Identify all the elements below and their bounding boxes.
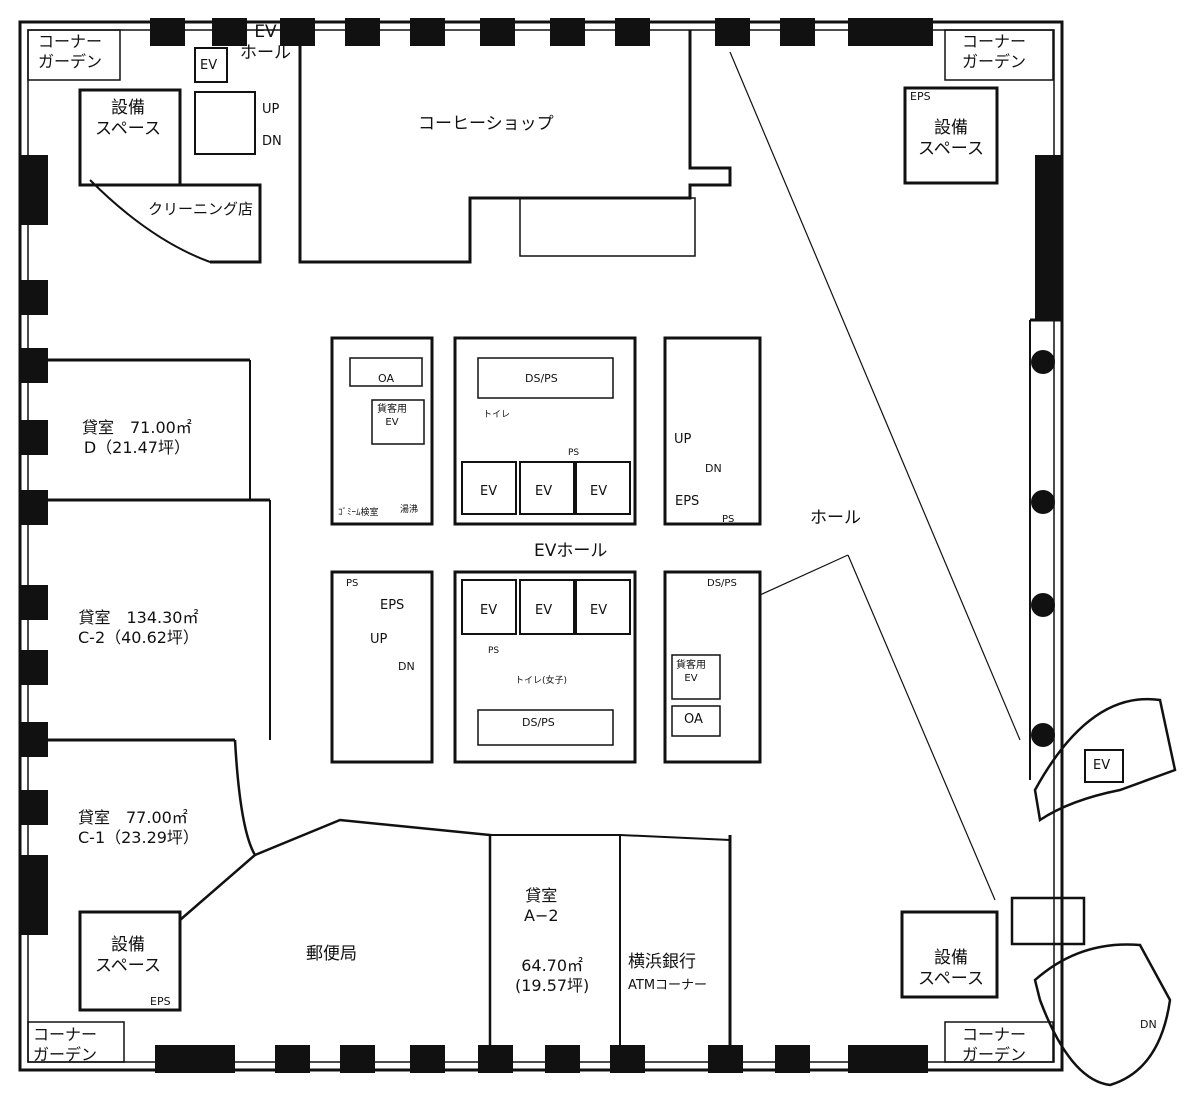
corner-garden-se [944,1021,1054,1063]
annex-dn-label: DN [1140,1018,1157,1031]
ev-annex-label: EV [1093,758,1111,773]
corner-garden-sw-label: コーナーガーデン [33,1025,98,1064]
atm-bank-label: 横浜銀行 [628,952,696,972]
core-sw [330,570,434,764]
ds-ps-n-label: DS/PS [525,372,558,385]
ps-core-s: PS [488,646,500,656]
coffee-shop-label: コーヒーショップ [418,114,554,134]
ds-ps-se-label: DS/PS [707,578,737,589]
post-office-label: 郵便局 [306,944,357,964]
corner-garden-sw [27,1021,125,1063]
stair-up-label: UP [262,102,280,117]
corner-garden-nw [27,29,121,81]
core-n [453,336,637,526]
ev-core-n3: EV [590,484,608,499]
ev-core-s3: EV [590,603,608,618]
columns [20,18,1063,1073]
toilet-s-label: トイレ(女子) [515,676,568,686]
equipment-space-nw-label: 設備スペース [95,98,161,140]
stair-sw-dn: DN [398,660,415,673]
ev-core-s2: EV [535,603,553,618]
stair-ne-up: UP [674,432,692,447]
water-heater-label: 湯沸 [400,505,419,515]
ev-core-s1: EV [480,603,498,618]
equipment-room-nw [78,88,182,187]
ps-n-label: PS [568,448,580,458]
ps-core-ne: PS [722,514,735,525]
ev-nw [194,47,228,83]
coffee-shop-wall [298,30,732,264]
equipment-space-sw-label: 設備スペース [95,935,161,977]
stair-dn-label: DN [262,134,282,149]
outer-wall [18,20,1064,1072]
corner-garden-ne [944,29,1054,81]
core-ne [663,336,762,526]
annex-ev [1033,697,1177,823]
corner-garden-se-label: コーナーガーデン [962,1025,1027,1064]
eps-ne-label: EPS [910,90,931,103]
cleaning-shop-label: クリーニング店 [148,200,254,218]
core-se [663,570,762,764]
ev-hall-label: EVホール [534,541,608,561]
oa-n-label: OA [378,372,394,385]
equipment-room-ne [903,86,999,185]
eps-core-sw: EPS [380,598,405,613]
core-s [453,570,637,764]
equipment-space-se-label: 設備スペース [918,948,984,990]
eps-core-ne: EPS [675,494,700,509]
corner-garden-nw-label: コーナーガーデン [38,32,103,71]
round-columns [1031,350,1055,747]
stair-nw [194,91,256,155]
equipment-room-sw [78,910,182,1012]
outer-wall-inner [27,29,1055,1063]
atm-corner-label: ATMコーナー [628,978,708,993]
stair-ne-dn: DN [705,462,722,475]
garbage-room-label: ｺﾞﾐｰﾑ検室 [338,508,379,518]
unit-a2-area: 64.70㎡(19.57坪) [515,956,590,995]
annex-stair [1033,943,1172,1087]
ps-core-sw: PS [346,578,359,589]
oa-s-label: OA [684,712,703,727]
corner-garden-ne-label: コーナーガーデン [962,32,1027,71]
equipment-room-se [900,910,999,999]
ev-nw-label: EV [200,58,218,73]
core-nw [330,336,434,526]
ev-core-n1: EV [480,484,498,499]
toilet-n-label: トイレ [483,410,511,420]
stair-sw-up: UP [370,632,388,647]
equipment-space-ne-label: 設備スペース [918,118,984,160]
ds-ps-s-label: DS/PS [522,716,555,729]
escalator [519,197,696,257]
ev-core-n2: EV [535,484,553,499]
hall-label: ホール [810,508,861,528]
eps-sw-label: EPS [150,995,171,1008]
